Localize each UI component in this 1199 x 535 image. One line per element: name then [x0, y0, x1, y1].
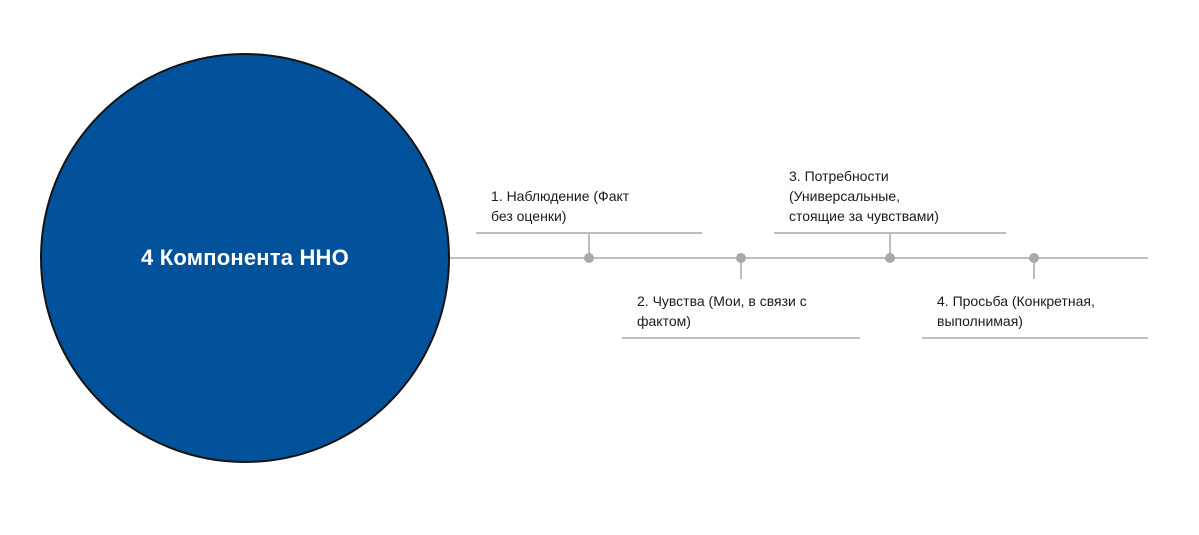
component-2-line-2: фактом) [637, 313, 691, 329]
component-2-label: 2. Чувства (Мои, в связи с фактом) [637, 291, 887, 331]
component-3-line-1: 3. Потребности [789, 168, 889, 184]
component-4-line-2: выполнимая) [937, 313, 1023, 329]
component-3-label: 3. Потребности (Универсальные, стоящие з… [789, 166, 1039, 226]
component-2-line-1: 2. Чувства (Мои, в связи с [637, 293, 807, 309]
component-3-line-3: стоящие за чувствами) [789, 208, 939, 224]
component-1-line-1: 1. Наблюдение (Факт [491, 188, 630, 204]
component-1-line-2: без оценки) [491, 208, 567, 224]
component-4-label: 4. Просьба (Конкретная, выполнимая) [937, 291, 1187, 331]
hub-title: 4 Компонента ННО [141, 245, 349, 270]
component-2-node [736, 253, 746, 263]
component-3-node [885, 253, 895, 263]
component-1-node [584, 253, 594, 263]
component-4-line-1: 4. Просьба (Конкретная, [937, 293, 1095, 309]
component-1-label: 1. Наблюдение (Факт без оценки) [491, 186, 741, 226]
component-4-node [1029, 253, 1039, 263]
component-3-line-2: (Универсальные, [789, 188, 901, 204]
hub-circle [40, 53, 450, 463]
